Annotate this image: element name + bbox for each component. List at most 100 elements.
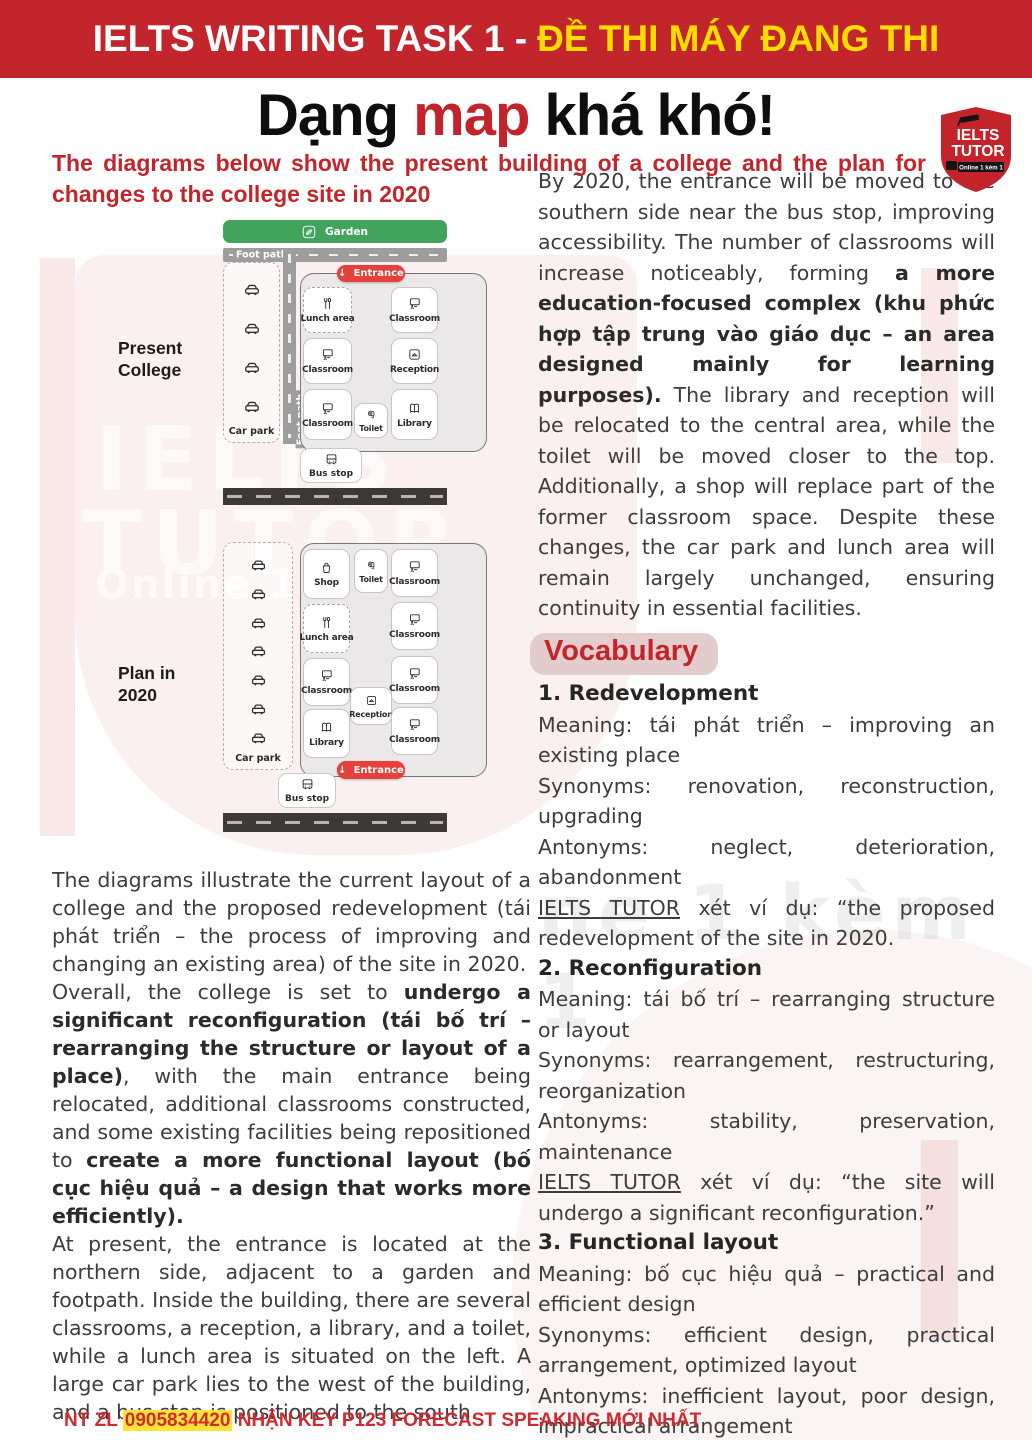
arrow-down-icon: ↓ [338,764,347,776]
room-label: Reception [349,709,393,719]
footpath-dashes [288,254,291,438]
car-icon [249,556,268,575]
bus-icon [300,777,315,792]
vocab-example: IELTS TUTOR xét ví dụ: “the site will un… [538,1170,995,1225]
vocab-antonyms: Antonyms: inefficient layout, poor desig… [538,1383,995,1439]
logo-badge-text: Online 1 kèm 1 [959,165,1003,172]
garden-area: Garden [223,220,447,243]
room-label: Classroom [389,630,440,640]
reception-icon [407,347,422,362]
road-between [223,488,447,505]
ielts-tutor-link: IELTS TUTOR [538,895,681,920]
room-label: Shop [314,578,339,588]
vocab-antonyms: Antonyms: neglect, deterioration, abando… [538,834,995,890]
essay-text: The diagrams illustrate the current layo… [52,866,531,1426]
room-classroom: Classroom [389,549,440,597]
footpath-top-label: Foot path [233,249,291,261]
garden-label: Garden [325,225,368,238]
room-classroom: Classroom [389,707,440,755]
logo-shield-icon: IELTS TUTOR Online 1 kèm 1 [941,107,1011,192]
room-label: Lunch area [299,632,354,643]
present-college-label: Present College [118,338,183,380]
car-icons [224,551,292,753]
bus-stop-label: Bus stop [308,469,354,479]
classroom-icon [320,347,335,362]
title-part2: khá khó! [529,83,776,148]
shop-bag-icon [319,560,334,575]
vocab-meaning: Meaning: bố cục hiệu quả – practical and… [538,1261,995,1317]
room-label: Toilet [359,424,383,433]
present-car-park: Car park [223,262,280,443]
banner-title-main: IELTS WRITING TASK 1 - [92,18,528,59]
present-bus-stop: Bus stop [300,448,362,483]
entrance-label: Entrance [353,764,404,776]
room-lunch-area: Lunch area [300,287,355,333]
college-diagrams: Present College Garden Foot path Foot pa… [40,210,532,842]
car-icon [242,358,262,378]
room-label: Classroom [389,735,440,745]
room-classroom: Classroom [389,602,440,650]
plan-bus-stop: Bus stop [278,773,336,808]
essay-paragraph-1: The diagrams illustrate the current layo… [52,868,531,976]
car-icon [249,671,268,690]
library-icon [407,401,422,416]
room-label: Classroom [389,684,440,694]
task-prompt: The diagrams below show the present buil… [52,150,926,207]
vocab-entry-title: 3. Functional layout [538,1230,779,1255]
car-icon [249,700,268,719]
room-label: Library [397,418,432,429]
footpath-top: Foot path [223,248,447,262]
vocab-synonyms: Synonyms: rearrangement, restructuring, … [538,1048,995,1103]
car-icon [249,585,268,604]
classroom-icon [407,717,422,732]
vocab-synonyms: Synonyms: renovation, reconstruction, up… [538,773,995,829]
room-label: Classroom [301,686,352,696]
room-label: Lunch area [300,314,355,324]
vocab-entry-1: 1. Redevelopment Meaning: tái phát triển… [538,679,995,954]
room-classroom: Classroom [301,658,352,706]
classroom-icon [407,296,422,311]
room-reception: Reception [390,338,439,384]
car-icons [224,271,279,426]
ielts-tutor-link: IELTS TUTOR [538,1170,681,1194]
room-classroom: Classroom [302,338,353,384]
room-classroom: Classroom [389,656,440,704]
vocab-meaning: Meaning: tái bố trí – rearranging struct… [538,987,995,1042]
title-highlight: map [413,83,530,148]
right-column: By 2020, the entrance will be moved to t… [530,166,995,1440]
vocab-entry-title: 1. Redevelopment [538,681,759,706]
page-title: Dạng map khá khó! [0,82,1032,149]
entrance-label: Entrance [353,268,404,279]
room-label: Library [309,737,344,748]
cutlery-icon [320,296,335,311]
changes-summary: By 2020, the entrance will be moved to t… [538,169,995,620]
title-part1: Dạng [257,83,414,148]
classroom-icon [407,666,422,681]
bus-icon [324,452,339,467]
classroom-icon [319,668,334,683]
road-bottom [223,813,447,832]
room-label: Classroom [302,365,353,375]
room-classroom: Classroom [389,287,440,333]
room-classroom: Classroom [302,389,353,440]
room-toilet: Toilet [354,549,388,593]
car-icon [242,280,262,300]
room-reception: Reception [349,687,393,725]
room-toilet: Toilet [354,403,388,438]
ielts-tutor-logo: IELTS TUTOR Online 1 kèm 1 [936,104,1016,196]
room-shop: Shop [303,549,350,599]
essay-paragraph-3: At present, the entrance is located at t… [52,1232,531,1424]
vocabulary-heading: Vocabulary [530,632,719,675]
vocab-example: IELTS TUTOR xét ví dụ: “the proposed red… [538,895,995,951]
logo-line1: IELTS [957,127,1000,144]
vocab-synonyms: Synonyms: efficient design, practical ar… [538,1322,995,1378]
room-library: Library [303,709,350,758]
car-icon [242,397,262,417]
room-lunch-area: Lunch area [299,604,354,653]
room-library: Library [391,389,438,440]
classroom-icon [407,612,422,627]
road-dashes [227,821,443,824]
vocab-meaning: Meaning: tái phát triển – improving an e… [538,712,995,768]
contact-footer: NT ZL 0905834420 NHẬN KEY P123 FORECAST … [64,1410,701,1432]
